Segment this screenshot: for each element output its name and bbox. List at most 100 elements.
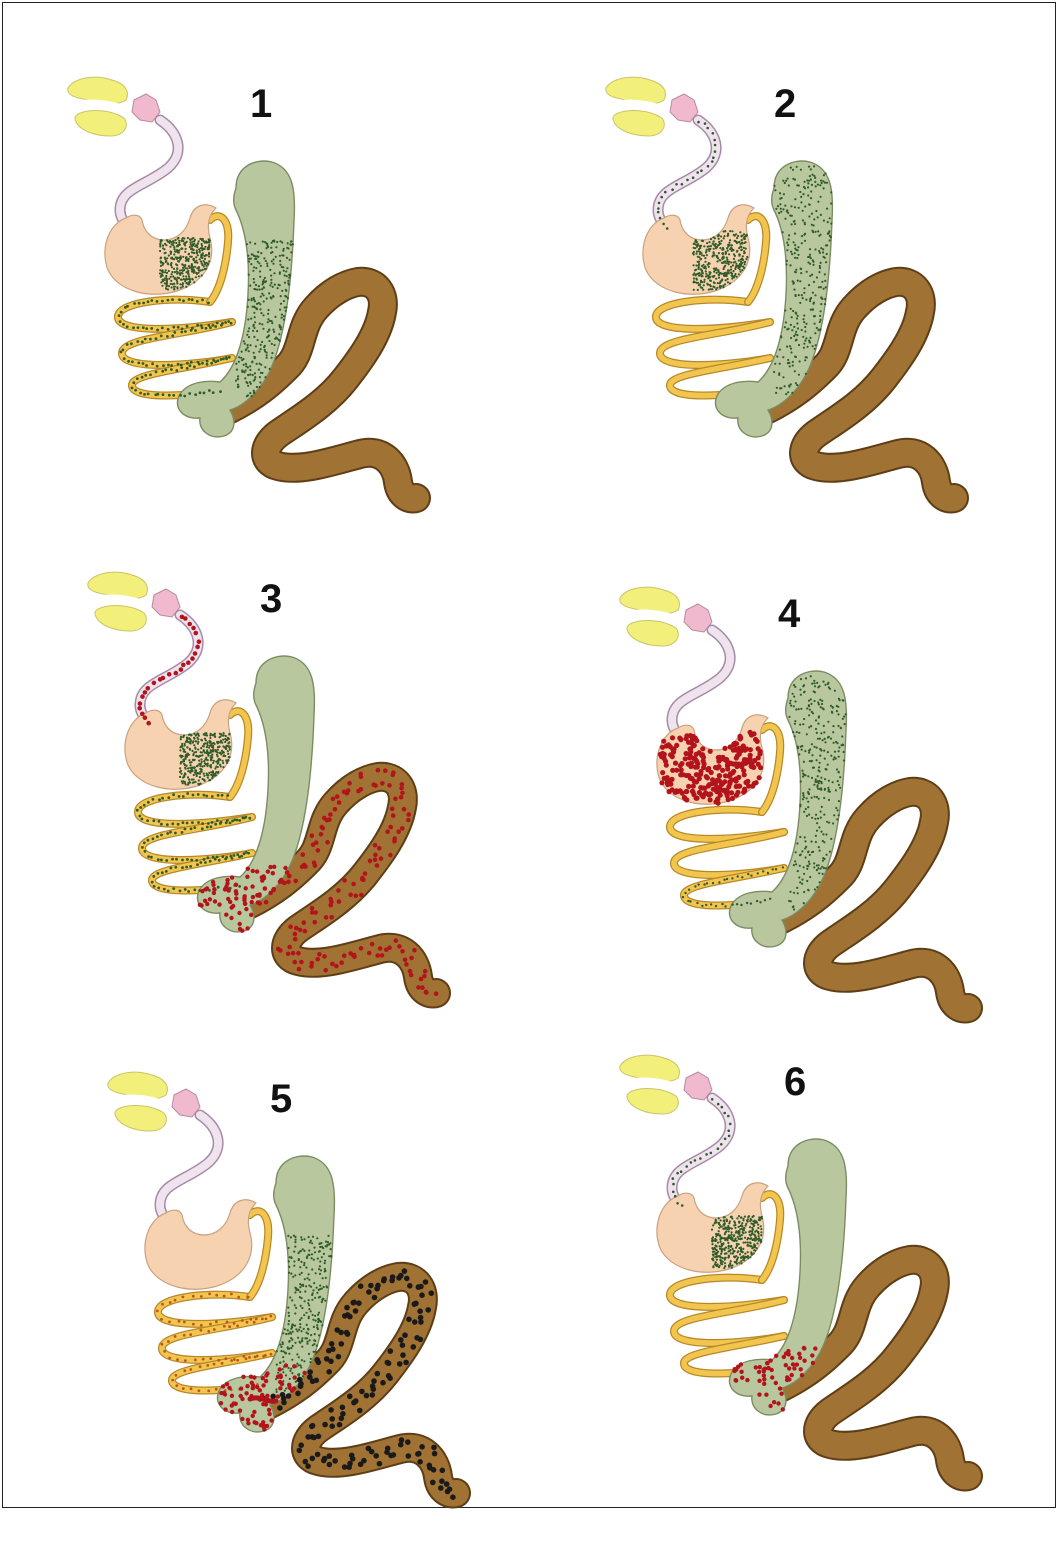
marker-spot bbox=[741, 1251, 743, 1253]
marker-spot bbox=[681, 1204, 684, 1207]
marker-spot bbox=[701, 765, 706, 770]
marker-spot bbox=[819, 321, 821, 323]
marker-spot bbox=[308, 1299, 310, 1301]
marker-spot bbox=[727, 269, 729, 271]
marker-spot bbox=[802, 297, 804, 299]
marker-spot bbox=[832, 731, 834, 733]
marker-spot bbox=[807, 791, 809, 793]
marker-spot bbox=[267, 313, 269, 315]
marker-spot bbox=[785, 180, 787, 182]
marker-spot bbox=[284, 282, 286, 284]
marker-spot bbox=[380, 1380, 386, 1386]
marker-spot bbox=[741, 239, 743, 241]
marker-spot bbox=[817, 216, 819, 218]
marker-spot bbox=[155, 337, 158, 340]
marker-spot bbox=[775, 208, 777, 210]
marker-spot bbox=[189, 865, 192, 868]
marker-spot bbox=[717, 1242, 719, 1244]
marker-spot bbox=[791, 253, 793, 255]
marker-spot bbox=[214, 767, 216, 769]
marker-spot bbox=[179, 890, 182, 893]
marker-spot bbox=[169, 242, 171, 244]
marker-spot bbox=[236, 853, 239, 856]
marker-spot bbox=[327, 1462, 333, 1468]
marker-spot bbox=[181, 859, 184, 862]
marker-spot bbox=[312, 1289, 314, 1291]
marker-spot bbox=[249, 369, 251, 371]
marker-spot bbox=[795, 312, 797, 314]
marker-spot bbox=[295, 1289, 297, 1291]
marker-spot bbox=[179, 244, 181, 246]
marker-spot bbox=[179, 749, 181, 751]
marker-spot bbox=[813, 700, 815, 702]
marker-spot bbox=[718, 1217, 720, 1219]
marker-spot bbox=[253, 306, 255, 308]
marker-spot bbox=[211, 743, 213, 745]
marker-spot bbox=[214, 360, 217, 363]
marker-spot bbox=[254, 372, 256, 374]
digestive-tract-diagram bbox=[598, 70, 978, 500]
marker-spot bbox=[739, 266, 741, 268]
marker-spot bbox=[276, 1350, 278, 1352]
marker-spot bbox=[740, 1257, 742, 1259]
marker-spot bbox=[750, 875, 752, 877]
marker-spot bbox=[258, 369, 260, 371]
marker-spot bbox=[818, 250, 820, 252]
marker-spot bbox=[245, 348, 247, 350]
marker-spot bbox=[224, 913, 228, 917]
marker-spot bbox=[693, 277, 695, 279]
marker-spot bbox=[719, 285, 721, 287]
marker-spot bbox=[746, 256, 748, 258]
marker-spot bbox=[258, 262, 260, 264]
marker-spot bbox=[204, 258, 206, 260]
marker-spot bbox=[247, 346, 249, 348]
marker-spot bbox=[732, 270, 734, 272]
marker-spot bbox=[695, 269, 697, 271]
marker-spot bbox=[675, 183, 678, 186]
marker-spot bbox=[741, 242, 743, 244]
marker-spot bbox=[731, 1234, 733, 1236]
marker-spot bbox=[203, 765, 205, 767]
marker-spot bbox=[728, 1230, 730, 1232]
marker-spot bbox=[194, 239, 196, 241]
marker-spot bbox=[735, 1232, 737, 1234]
marker-spot bbox=[734, 1222, 736, 1224]
marker-spot bbox=[808, 700, 810, 702]
marker-spot bbox=[810, 190, 812, 192]
marker-spot bbox=[744, 263, 746, 265]
marker-spot bbox=[326, 1369, 332, 1375]
marker-spot bbox=[380, 781, 385, 786]
marker-spot bbox=[807, 865, 809, 867]
marker-spot bbox=[201, 771, 203, 773]
marker-spot bbox=[316, 1237, 318, 1239]
marker-spot bbox=[670, 787, 675, 792]
marker-spot bbox=[742, 1229, 744, 1231]
marker-spot bbox=[232, 1401, 236, 1405]
marker-spot bbox=[746, 902, 748, 904]
marker-spot bbox=[282, 1368, 284, 1370]
marker-spot bbox=[403, 958, 408, 963]
marker-spot bbox=[162, 364, 165, 367]
marker-spot bbox=[194, 772, 196, 774]
marker-spot bbox=[202, 269, 204, 271]
marker-spot bbox=[822, 707, 824, 709]
marker-spot bbox=[662, 223, 665, 226]
marker-spot bbox=[132, 381, 135, 384]
marker-spot bbox=[189, 749, 191, 751]
marker-spot bbox=[724, 283, 726, 285]
marker-spot bbox=[247, 374, 249, 376]
marker-spot bbox=[697, 268, 699, 270]
marker-spot bbox=[219, 390, 222, 393]
marker-spot bbox=[670, 768, 675, 773]
marker-spot bbox=[187, 260, 189, 262]
marker-spot bbox=[838, 784, 840, 786]
marker-spot bbox=[193, 252, 195, 254]
marker-spot bbox=[183, 269, 185, 271]
marker-spot bbox=[325, 1241, 327, 1243]
marker-spot bbox=[826, 854, 828, 856]
marker-spot bbox=[418, 1319, 424, 1325]
marker-spot bbox=[196, 251, 198, 253]
marker-spot bbox=[816, 869, 818, 871]
marker-spot bbox=[248, 258, 250, 260]
marker-spot bbox=[723, 879, 725, 881]
